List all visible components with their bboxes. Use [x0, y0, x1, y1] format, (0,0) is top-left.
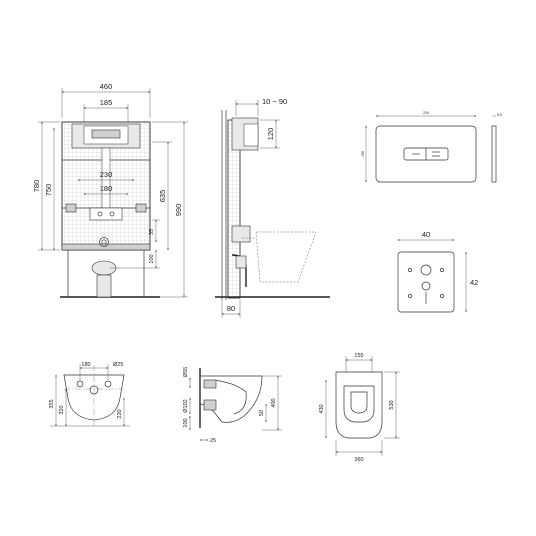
- dim-42: 42: [470, 278, 478, 287]
- dim-780: 780: [32, 180, 41, 193]
- dim-400: 400: [271, 398, 277, 407]
- dim-35: 35: [149, 229, 155, 235]
- dim-180-bowl: 180: [81, 362, 90, 368]
- bowl-top-outline: [335, 371, 383, 439]
- frame-front-view: 460 185 230 180 780 750 635 990 35: [32, 82, 188, 298]
- dim-5-5: 5.5: [497, 113, 502, 117]
- dim-750: 750: [44, 184, 53, 197]
- dim-320: 320: [59, 405, 65, 414]
- dim-156: 156: [361, 151, 365, 157]
- dim-80: 80: [227, 304, 235, 313]
- dim-990: 990: [174, 204, 183, 217]
- dim-10-90: 10 ~ 90: [262, 97, 287, 106]
- wall-plate-cutout-view: 40 42: [397, 230, 478, 313]
- bowl-side-view: Ø55 Ø102 100 25 50 400: [183, 367, 282, 444]
- dim-635: 635: [158, 190, 167, 203]
- dim-120: 120: [266, 128, 275, 141]
- dim-dia-102: Ø102: [183, 399, 189, 412]
- dim-430: 430: [319, 404, 325, 413]
- dim-220: 220: [117, 409, 123, 418]
- dim-25: 25: [210, 438, 216, 444]
- dim-dia-55: Ø55: [183, 367, 189, 377]
- dim-185: 185: [100, 98, 113, 107]
- dim-50: 50: [259, 410, 265, 416]
- bowl-rear-outline: [63, 374, 125, 421]
- dim-180: 180: [100, 184, 113, 193]
- dim-360: 360: [354, 457, 363, 463]
- dim-230: 230: [100, 170, 113, 179]
- dim-100-side: 100: [183, 418, 189, 427]
- dim-40: 40: [422, 230, 430, 239]
- dim-530: 530: [389, 400, 395, 409]
- dim-dia-25: Ø25: [113, 362, 123, 368]
- dim-234: 234: [423, 111, 429, 115]
- bowl-top-view: 155 430 530 360: [319, 353, 400, 463]
- flush-plate: [375, 125, 477, 183]
- dim-460: 460: [100, 82, 113, 91]
- dim-100: 100: [149, 254, 155, 263]
- dim-355: 355: [49, 399, 55, 408]
- frame-side-view: 10 ~ 90 120 80: [215, 97, 330, 318]
- flush-plate-view: 234 156 5.5: [361, 111, 502, 183]
- dim-155: 155: [354, 353, 363, 359]
- bowl-rear-view: 180 Ø25 355 320 220: [49, 362, 130, 427]
- cutout-plate: [397, 251, 455, 313]
